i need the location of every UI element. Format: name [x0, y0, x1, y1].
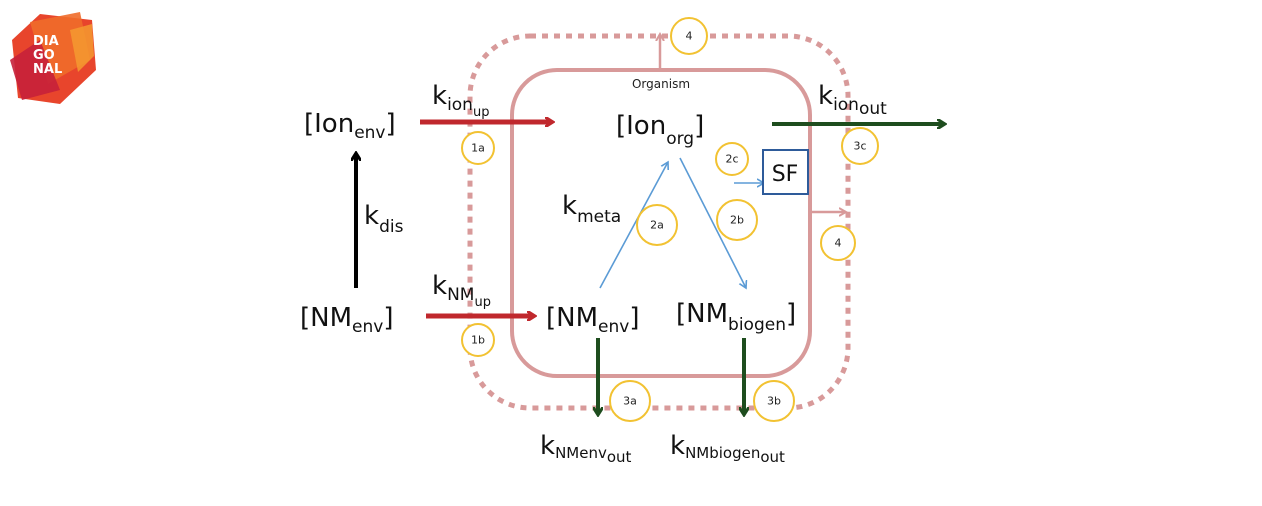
- step-circle-4-top: 4: [670, 17, 708, 55]
- step-label-3b: 3b: [767, 395, 781, 408]
- step-circle-2b: 2b: [716, 199, 758, 241]
- step-label-2b: 2b: [730, 214, 744, 227]
- k-ion-up-label: kionup: [432, 81, 489, 120]
- logo-line-3: NAL: [33, 62, 62, 77]
- biogen-arrow: [679, 157, 746, 288]
- step-circle-2c: 2c: [715, 142, 749, 176]
- metabolism-arrow: [599, 162, 668, 289]
- step-circle-3c: 3c: [841, 127, 879, 165]
- k-dis-label: kdis: [364, 201, 404, 237]
- outer-dotted-boundary: [467, 33, 851, 411]
- step-circle-3a: 3a: [609, 380, 651, 422]
- nm-env-outside-label: [NMenv]: [300, 303, 393, 337]
- k-nm-up-label: kNMup: [432, 271, 491, 310]
- step-label-4-right: 4: [835, 237, 842, 250]
- nm-env-inside-label: [NMenv]: [546, 303, 639, 337]
- step-circle-1b: 1b: [461, 323, 495, 357]
- k-ion-out-label: kionout: [818, 81, 887, 119]
- step-circle-4-right: 4: [820, 225, 856, 261]
- logo-line-1: DIA: [33, 34, 59, 49]
- ion-env-label: [Ionenv]: [304, 109, 396, 143]
- step-circle-2a: 2a: [636, 204, 678, 246]
- nm-biogen-label: [NMbiogen]: [676, 299, 796, 335]
- ion-org-label: [Ionorg]: [616, 111, 704, 149]
- k-meta-label: kmeta: [562, 191, 621, 227]
- step-label-1a: 1a: [471, 142, 485, 155]
- sf-label: SF: [772, 162, 799, 187]
- logo-line-2: GO: [33, 48, 55, 63]
- step-label-3a: 3a: [623, 395, 637, 408]
- step-circle-1a: 1a: [461, 131, 495, 165]
- step-circle-3b: 3b: [753, 380, 795, 422]
- organism-label: Organism: [632, 77, 690, 91]
- diagonal-logo: DIA GO NAL: [10, 12, 96, 104]
- k-nm-biogen-out-label: kNMbiogenout: [670, 431, 785, 466]
- step-label-2a: 2a: [650, 219, 664, 232]
- k-nm-env-out-label: kNMenvout: [540, 431, 632, 466]
- sf-box: [762, 149, 809, 195]
- step-label-3c: 3c: [853, 140, 866, 153]
- step-label-2c: 2c: [725, 153, 738, 166]
- step-label-4-top: 4: [686, 30, 693, 43]
- step-label-1b: 1b: [471, 334, 485, 347]
